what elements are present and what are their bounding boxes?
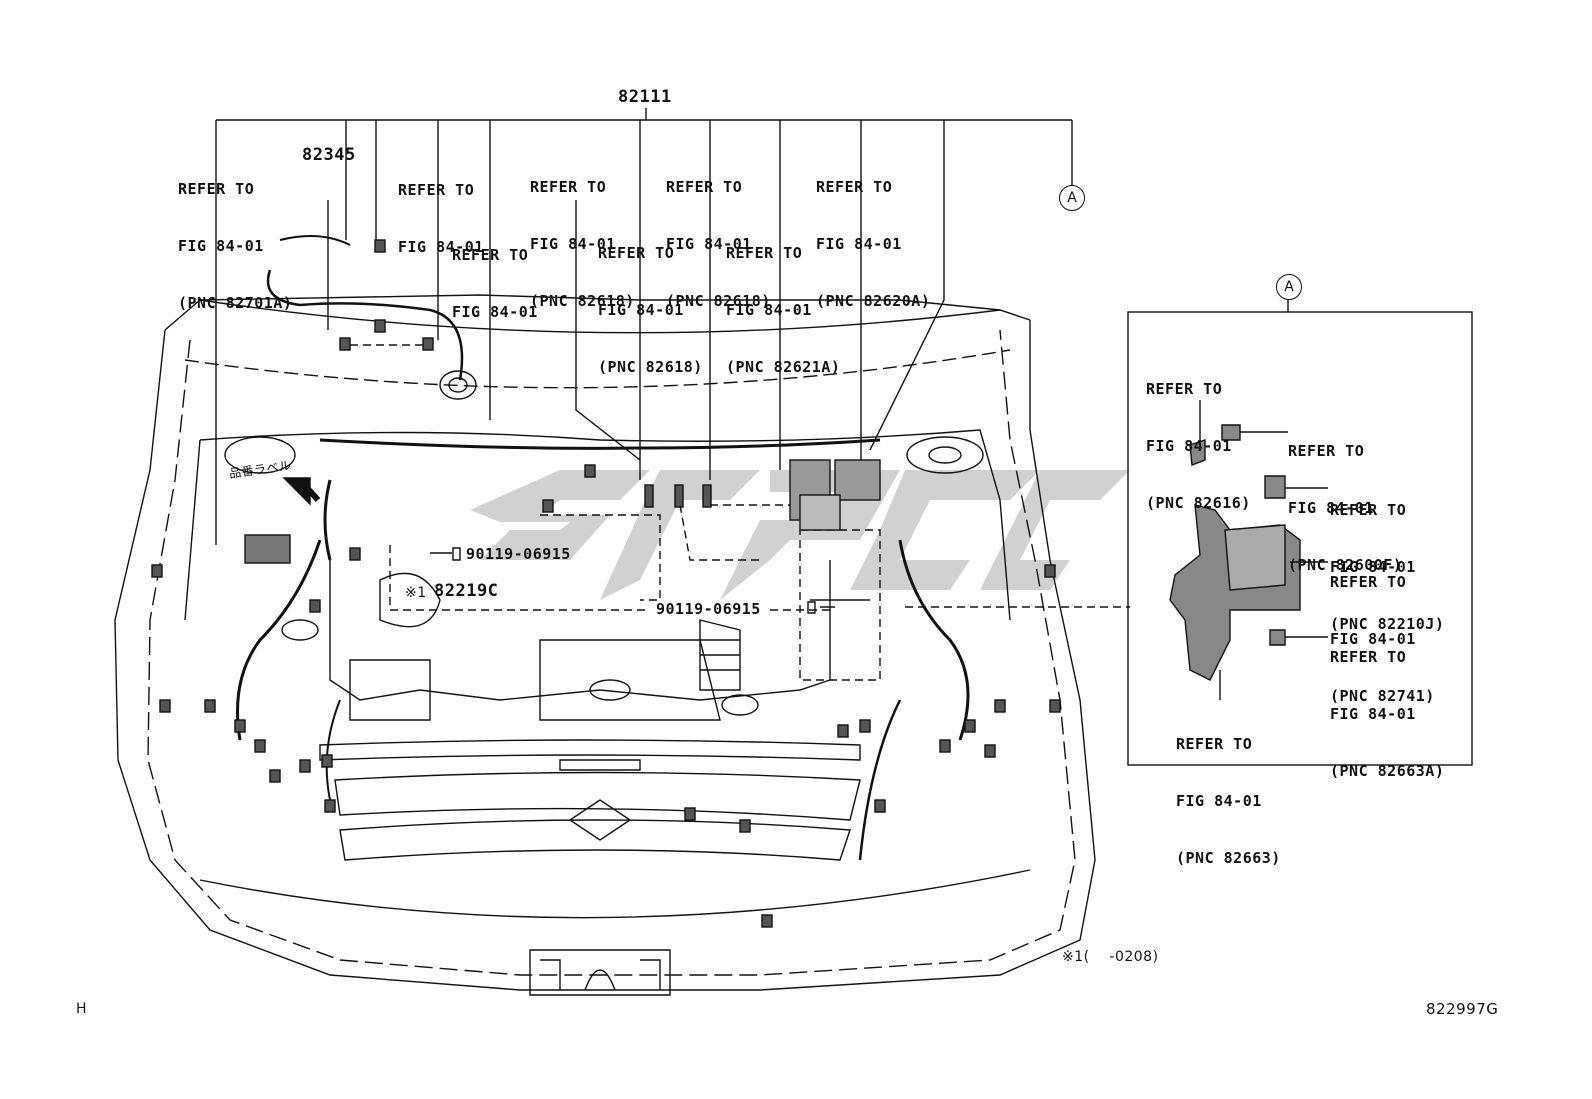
label-line: FIG 84-01 [452,303,538,321]
refer-82600F-label: REFER TO FIG 84-01 (PNC 82600F) [1288,404,1402,613]
refer-82741-label: REFER TO FIG 84-01 (PNC 82741) [1330,535,1435,744]
refer-82616-label: REFER TO FIG 84-01 (PNC 82616) [1146,342,1251,551]
label-line: REFER TO [398,181,475,199]
detail-box-marker: A [1276,274,1302,300]
refer-82621A-label: REFER TO FIG 84-01 (PNC 82621A) [726,206,840,415]
label-line: FIG 84-01 [666,235,752,253]
main-part-number: 82111 [618,87,672,107]
label-line: REFER TO [1288,442,1365,460]
label-line: REFER TO [1330,648,1407,666]
label-line: (PNC 82621A) [726,358,841,376]
label-line: FIG 84-01 [816,235,902,253]
label-line: FIG 84-01 [1288,499,1374,517]
label-line: REFER TO [530,178,607,196]
label-line: (PNC 82701A) [178,294,293,312]
refer-82618-label-c: REFER TO FIG 84-01 (PNC 82618) [598,206,703,415]
label-line: (PNC 82616) [1146,494,1251,512]
refer-82701A-label: REFER TO FIG 84-01 (PNC 82701A) [178,142,292,351]
label-line: (PNC 82600F) [1288,556,1403,574]
refer-fig-label-b: REFER TO FIG 84-01 [452,208,538,360]
label-line: (PNC 82618) [530,292,635,310]
label-line: (PNC 82210J) [1330,615,1445,633]
bolt-label-a: 90119-06915 [466,545,571,563]
detail-box-frame [1127,311,1473,766]
bolt-label-b: 90119-06915 [656,600,761,618]
label-line: FIG 84-01 [398,238,484,256]
refer-82663-label: REFER TO FIG 84-01 (PNC 82663) [1176,697,1281,906]
note-mark: ※1 [405,585,427,601]
refer-82210J-label: REFER TO FIG 84-01 (PNC 82210J) [1330,463,1444,672]
refer-82618-label-b: REFER TO FIG 84-01 (PNC 82618) [666,140,771,349]
marker-a-circle: A [1059,185,1085,211]
label-line: REFER TO [452,246,529,264]
refer-82620A-label: REFER TO FIG 84-01 (PNC 82620A) [816,140,930,349]
label-line: FIG 84-01 [1330,558,1416,576]
label-line: FIG 84-01 [1330,705,1416,723]
part-82345-label: 82345 [302,145,356,165]
refer-fig-label-a: REFER TO FIG 84-01 [398,143,484,295]
label-line: (PNC 82620A) [816,292,931,310]
label-line: (PNC 82618) [666,292,771,310]
label-line: (PNC 82741) [1330,687,1435,705]
label-line: (PNC 82618) [598,358,703,376]
footnote: ※1( -0208) [1062,949,1159,965]
corner-left-mark: H [76,1001,88,1017]
watermark-logo [470,470,1130,600]
label-line: REFER TO [816,178,893,196]
label-line: REFER TO [666,178,743,196]
label-line: FIG 84-01 [1146,437,1232,455]
label-line: REFER TO [178,180,255,198]
label-line: (PNC 82663) [1176,849,1281,867]
label-line: FIG 84-01 [1330,630,1416,648]
refer-82663A-label: REFER TO FIG 84-01 (PNC 82663A) [1330,610,1444,819]
label-line: REFER TO [598,244,675,262]
connector-symbols [151,239,1061,928]
label-line: FIG 84-01 [726,301,812,319]
label-line: REFER TO [1330,573,1407,591]
label-line: FIG 84-01 [1176,792,1262,810]
label-line: (PNC 82663A) [1330,762,1445,780]
label-line: REFER TO [1176,735,1253,753]
part-82219C-label: 82219C [434,581,499,601]
label-line: FIG 84-01 [530,235,616,253]
main-part-bracket [216,108,1072,121]
label-line: REFER TO [1330,501,1407,519]
label-line: FIG 84-01 [178,237,264,255]
refer-82618-label-a: REFER TO FIG 84-01 (PNC 82618) [530,140,635,349]
diagram-id: 822997G [1426,1000,1499,1018]
label-line: REFER TO [726,244,803,262]
label-line: FIG 84-01 [598,301,684,319]
label-line: REFER TO [1146,380,1223,398]
